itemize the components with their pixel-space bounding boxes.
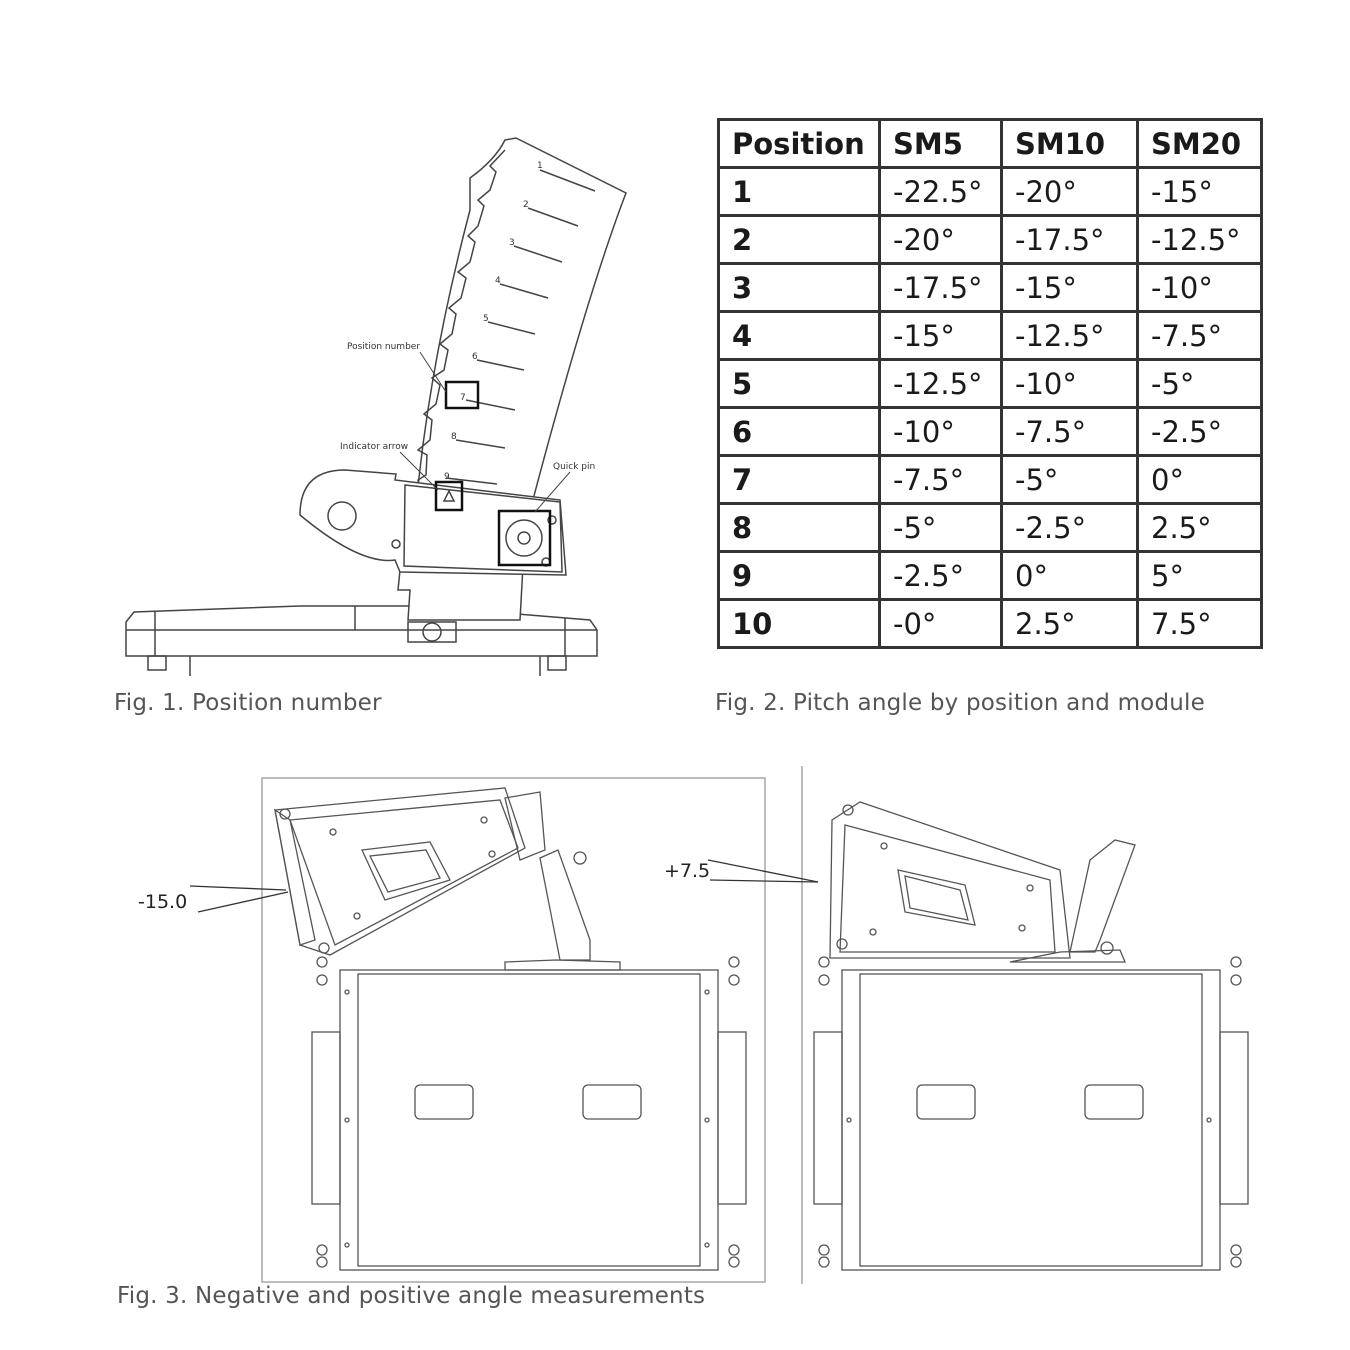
cell-sm10: -5° xyxy=(1000,454,1139,505)
cell-sm10: 0° xyxy=(1000,550,1139,601)
fig3-caption: Fig. 3. Negative and positive angle meas… xyxy=(117,1283,706,1309)
callout-indicator-arrow: Indicator arrow xyxy=(340,442,408,452)
cell-sm20: 0° xyxy=(1136,454,1263,505)
cell-position: 8 xyxy=(717,502,881,553)
table-row: 2-20°-17.5°-12.5° xyxy=(717,214,1263,265)
header-sm20: SM20 xyxy=(1136,118,1263,169)
table-row: 7-7.5°-5°0° xyxy=(717,454,1263,505)
cell-sm10: 2.5° xyxy=(1000,598,1139,649)
cell-position: 6 xyxy=(717,406,881,457)
cell-position: 1 xyxy=(717,166,881,217)
cell-sm20: -5° xyxy=(1136,358,1263,409)
scale-number: 2 xyxy=(523,200,529,210)
cell-position: 5 xyxy=(717,358,881,409)
scale-number: 1 xyxy=(537,161,543,171)
cell-sm10: -20° xyxy=(1000,166,1139,217)
table-row: 1-22.5°-20°-15° xyxy=(717,166,1263,217)
table-row: 3-17.5°-15°-10° xyxy=(717,262,1263,313)
cell-sm5: -5° xyxy=(878,502,1003,553)
callout-position-number: Position number xyxy=(347,342,420,352)
cell-sm20: -12.5° xyxy=(1136,214,1263,265)
fig2-caption: Fig. 2. Pitch angle by position and modu… xyxy=(715,690,1205,716)
cell-sm20: 5° xyxy=(1136,550,1263,601)
fig1-bracket-drawing: 1 2 3 4 5 6 7 8 9 Position number Indica… xyxy=(125,137,627,676)
cell-position: 2 xyxy=(717,214,881,265)
cell-sm5: -12.5° xyxy=(878,358,1003,409)
table-row: 8-5°-2.5°2.5° xyxy=(717,502,1263,553)
cell-sm10: -7.5° xyxy=(1000,406,1139,457)
cell-sm5: -10° xyxy=(878,406,1003,457)
cell-position: 9 xyxy=(717,550,881,601)
cell-sm5: -15° xyxy=(878,310,1003,361)
scale-number: 3 xyxy=(509,238,515,248)
header-sm5: SM5 xyxy=(878,118,1003,169)
cell-sm20: -7.5° xyxy=(1136,310,1263,361)
cell-sm5: -7.5° xyxy=(878,454,1003,505)
cell-sm20: -15° xyxy=(1136,166,1263,217)
cell-sm5: -2.5° xyxy=(878,550,1003,601)
cell-position: 3 xyxy=(717,262,881,313)
callout-quick-pin: Quick pin xyxy=(553,462,595,472)
scale-number: 8 xyxy=(451,432,457,442)
scale-number: 4 xyxy=(495,276,501,286)
fig3-speaker-drawings: -15.0 +7.5 xyxy=(138,766,1249,1284)
cell-sm10: -15° xyxy=(1000,262,1139,313)
header-position: Position xyxy=(717,118,881,169)
cell-sm20: 2.5° xyxy=(1136,502,1263,553)
cell-sm10: -17.5° xyxy=(1000,214,1139,265)
cell-sm10: -2.5° xyxy=(1000,502,1139,553)
table-header-row: Position SM5 SM10 SM20 xyxy=(717,118,1263,169)
scale-number: 9 xyxy=(444,472,450,482)
pitch-angle-table: Position SM5 SM10 SM20 1-22.5°-20°-15° 2… xyxy=(717,118,1263,649)
positive-angle-label: +7.5 xyxy=(664,860,710,882)
scale-number: 6 xyxy=(472,352,478,362)
header-sm10: SM10 xyxy=(1000,118,1139,169)
negative-angle-label: -15.0 xyxy=(138,891,187,913)
table-row: 6-10°-7.5°-2.5° xyxy=(717,406,1263,457)
scale-number: 5 xyxy=(483,314,489,324)
scale-number: 7 xyxy=(460,393,466,403)
cell-sm20: -10° xyxy=(1136,262,1263,313)
cell-sm10: -12.5° xyxy=(1000,310,1139,361)
cell-sm5: -0° xyxy=(878,598,1003,649)
table-row: 9-2.5°0°5° xyxy=(717,550,1263,601)
cell-sm5: -17.5° xyxy=(878,262,1003,313)
cell-sm20: 7.5° xyxy=(1136,598,1263,649)
cell-position: 7 xyxy=(717,454,881,505)
cell-position: 4 xyxy=(717,310,881,361)
cell-sm20: -2.5° xyxy=(1136,406,1263,457)
table-row: 4-15°-12.5°-7.5° xyxy=(717,310,1263,361)
fig1-caption: Fig. 1. Position number xyxy=(114,690,382,716)
table-row: 5-12.5°-10°-5° xyxy=(717,358,1263,409)
cell-sm5: -22.5° xyxy=(878,166,1003,217)
cell-sm5: -20° xyxy=(878,214,1003,265)
table-row: 10-0°2.5°7.5° xyxy=(717,598,1263,649)
cell-sm10: -10° xyxy=(1000,358,1139,409)
cell-position: 10 xyxy=(717,598,881,649)
